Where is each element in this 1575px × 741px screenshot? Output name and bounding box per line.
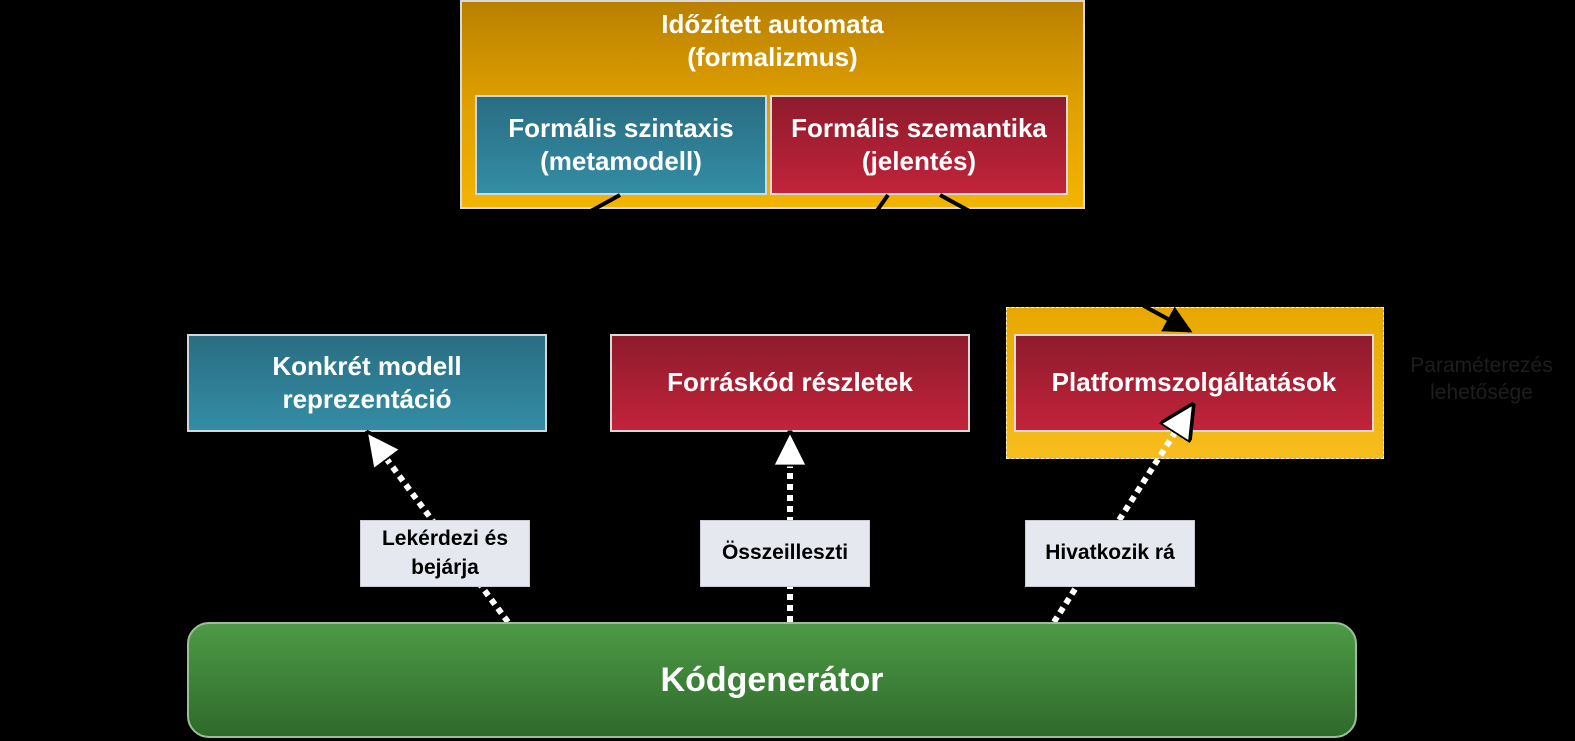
source-details-label: Forráskód részletek — [667, 367, 913, 398]
formal-syntax-box: Formális szintaxis (metamodell) — [475, 95, 767, 195]
code-generator-box: Kódgenerátor — [187, 622, 1357, 738]
assembles-label: Összeilleszti — [700, 520, 870, 587]
formal-semantics-label: Formális szemantika (jelentés) — [791, 112, 1047, 176]
dotted-generator-to-platform — [1051, 406, 1192, 624]
formalism-title: Időzített automata (formalizmus) — [661, 9, 884, 73]
code-generator-label: Kódgenerátor — [660, 660, 884, 699]
concrete-model-label: Konkrét modell reprezentáció — [272, 350, 462, 414]
formal-syntax-label: Formális szintaxis (metamodell) — [508, 112, 734, 176]
queries-label: Lekérdezi és bejárja — [360, 520, 530, 587]
formal-semantics-box: Formális szemantika (jelentés) — [770, 95, 1068, 195]
references-label: Hivatkozik rá — [1025, 520, 1195, 587]
arrow-syntax-to-concrete — [369, 193, 621, 333]
arrow-semantics-to-platform — [939, 193, 1193, 333]
arrow-semantics-to-source — [790, 193, 890, 334]
source-details-box: Forráskód részletek — [610, 334, 970, 432]
platform-services-label: Platformszolgáltatások — [1051, 367, 1337, 398]
concrete-model-box: Konkrét modell reprezentáció — [187, 334, 547, 432]
parametrization-note: Paraméterezés lehetősége — [1410, 354, 1553, 405]
